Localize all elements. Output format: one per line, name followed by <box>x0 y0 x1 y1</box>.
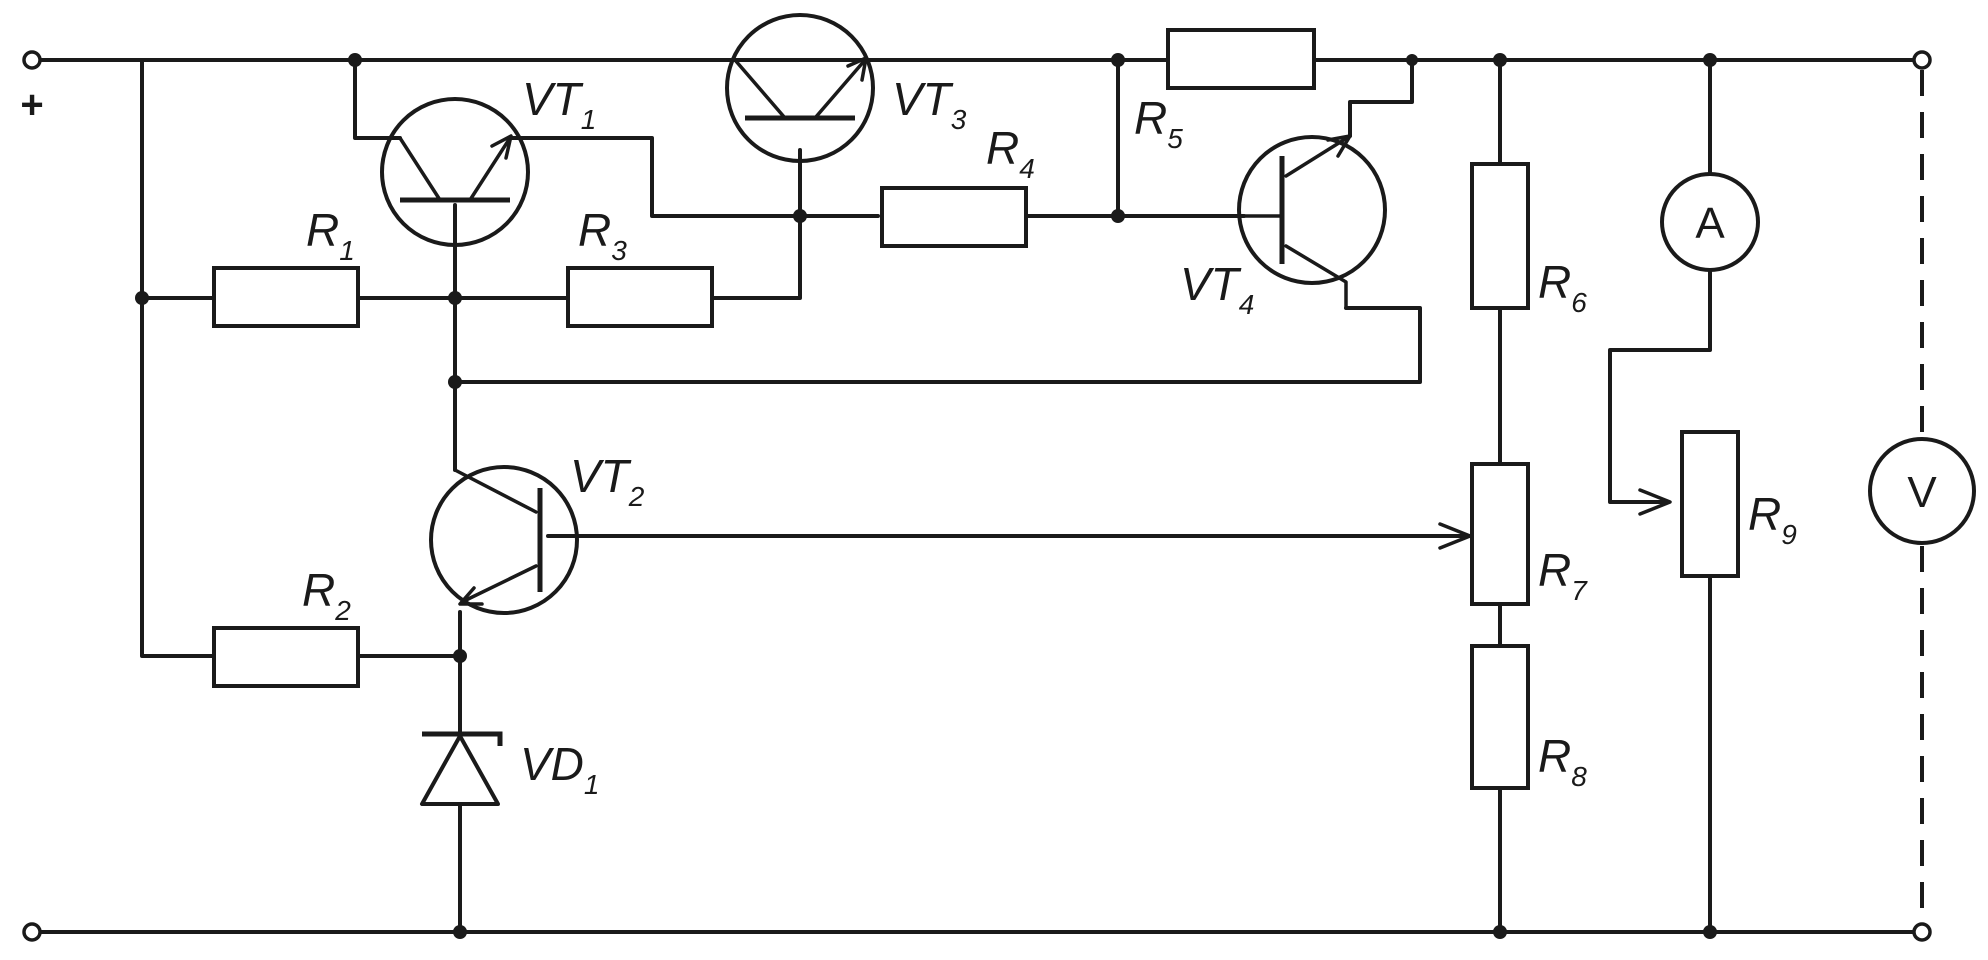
r6-label: R6 <box>1538 256 1587 318</box>
positive-output-terminal[interactable] <box>1912 50 1932 70</box>
resistor-r2 <box>212 626 360 688</box>
transistor-collector <box>733 58 787 120</box>
vt2-label: VT2 <box>570 450 645 512</box>
transistor-vt1 <box>380 97 530 247</box>
junction-dot <box>1111 53 1125 67</box>
r8-label: R8 <box>1538 730 1587 792</box>
positive-input-terminal[interactable] <box>22 50 42 70</box>
junction-dot <box>1493 53 1507 67</box>
junction-dot <box>453 649 467 663</box>
transistor-collector <box>1284 244 1348 310</box>
vt1-label: VT1 <box>522 73 596 135</box>
junction-dot <box>793 209 807 223</box>
ammeter: A <box>1660 172 1760 272</box>
resistor-r3 <box>566 266 714 328</box>
resistor-r6 <box>1470 162 1530 310</box>
transistor-emitter-arrow <box>490 134 513 160</box>
r9-slider-arrow[interactable] <box>1638 488 1672 516</box>
vt4-emitter-wire <box>1348 58 1414 138</box>
ammeter-body <box>1660 172 1760 272</box>
transistor-body <box>725 13 875 163</box>
vd1-label: VD1 <box>520 738 599 800</box>
transistor-emitter <box>1284 134 1352 178</box>
r5-label: R5 <box>1134 92 1183 154</box>
ammeter-to-r9-wire <box>1608 268 1712 504</box>
diode-cathode-bar <box>422 731 503 746</box>
r4-label: R4 <box>986 122 1035 184</box>
ammeter-symbol: A <box>1695 199 1725 248</box>
vt1-collector-wire <box>353 58 402 140</box>
r7-slider-arrow[interactable] <box>1438 522 1472 550</box>
r1-label: R1 <box>306 204 355 266</box>
resistor-r9 <box>1680 430 1740 578</box>
terminals: + <box>20 50 1932 942</box>
transistor-emitter <box>460 564 538 604</box>
resistor-r4 <box>880 186 1028 248</box>
voltmeter: V <box>1868 437 1976 545</box>
plus-sign-label: + <box>20 83 43 127</box>
left-bus-wire <box>140 58 216 658</box>
junction-dot <box>1406 54 1418 66</box>
transistor-emitter-arrow <box>458 586 484 606</box>
resistors <box>212 28 1740 790</box>
zener-diode-vd1 <box>420 731 503 806</box>
negative-output-terminal[interactable] <box>1912 922 1932 942</box>
r3-label: R3 <box>578 204 627 266</box>
transistor-collector <box>398 136 442 202</box>
r3-right-wire <box>710 214 802 300</box>
junction-dot <box>448 291 462 305</box>
transistor-emitter <box>468 136 512 202</box>
transistor-body <box>380 97 530 247</box>
resistor-r1 <box>212 266 360 328</box>
wires <box>34 58 1924 934</box>
transistor-collector <box>453 468 538 514</box>
resistor-r7 <box>1470 462 1530 606</box>
labels: VT1 VT3 VT4 VT2 R1 R3 R2 R4 R5 R6 R7 R8 … <box>302 73 1797 800</box>
voltmeter-body <box>1868 437 1976 545</box>
transistor-vt2 <box>429 465 579 615</box>
vt1-emitter-wire <box>508 136 880 218</box>
transistor-vt4 <box>1237 134 1387 310</box>
junction-dot <box>348 53 362 67</box>
junction-dot <box>1703 925 1717 939</box>
r2-label: R2 <box>302 564 351 626</box>
junction-dot <box>135 291 149 305</box>
transistor-body <box>1237 135 1387 285</box>
transistor-emitter-arrow <box>846 56 868 82</box>
vt4-label: VT4 <box>1180 258 1254 320</box>
junction-dot <box>1111 209 1125 223</box>
arrowhead <box>1438 522 1472 550</box>
arrowhead <box>1638 488 1672 516</box>
vt3-label: VT3 <box>892 73 967 135</box>
r7-label: R7 <box>1538 544 1588 606</box>
junction-dot <box>1703 53 1717 67</box>
diode-triangle <box>420 734 500 806</box>
resistor-r5 <box>1166 28 1316 90</box>
transistor-vt3 <box>725 13 875 163</box>
junctions <box>135 53 1717 939</box>
transistor-body <box>429 465 579 615</box>
voltmeter-symbol: V <box>1907 468 1937 517</box>
junction-dot <box>453 925 467 939</box>
negative-input-terminal[interactable] <box>22 922 42 942</box>
junction-dot <box>1493 925 1507 939</box>
transistor-emitter <box>813 58 867 120</box>
r9-label: R9 <box>1748 488 1797 550</box>
junction-dot <box>448 375 462 389</box>
transistor-emitter-arrow <box>1326 134 1352 158</box>
vt4-collector-return-wire <box>453 306 1422 384</box>
resistor-r8 <box>1470 644 1530 790</box>
